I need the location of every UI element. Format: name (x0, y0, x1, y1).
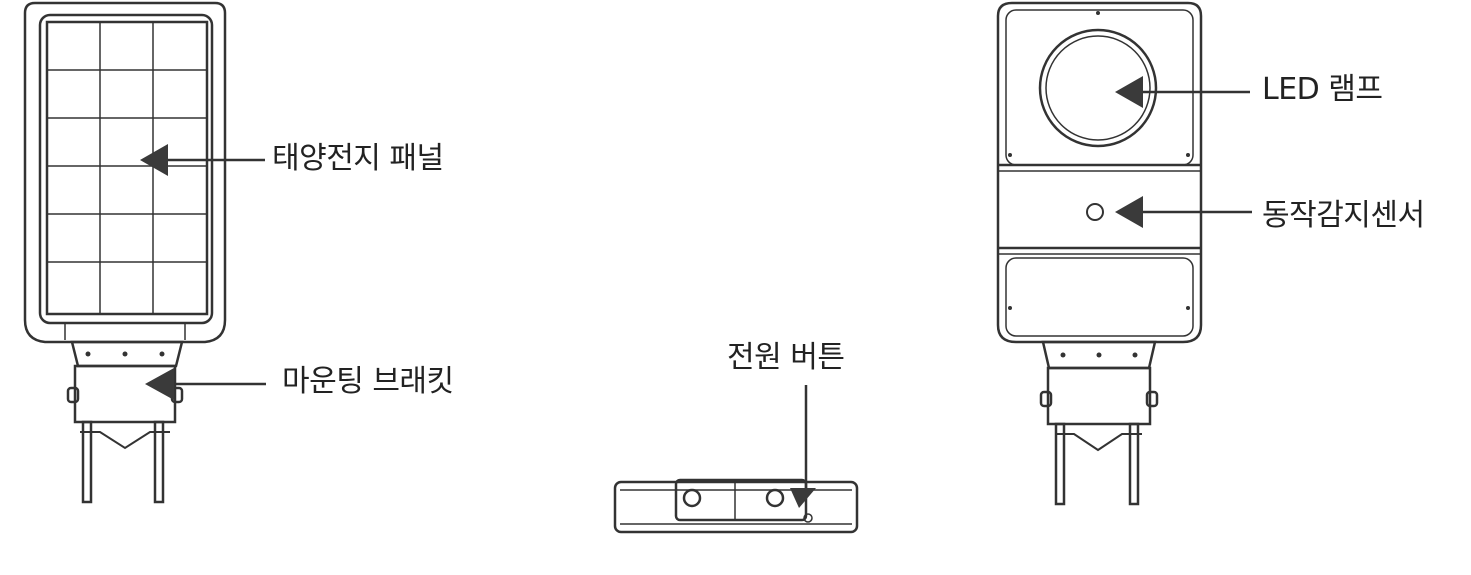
led-lamp-label: LED 램프 (1262, 72, 1383, 107)
motion-sensor-label: 동작감지센서 (1262, 198, 1425, 233)
mounting-bracket-label: 마운팅 브래킷 (282, 364, 454, 399)
solar-panel-label: 태양전지 패널 (272, 141, 444, 176)
led-lamp-arrow (1115, 76, 1250, 108)
motion-sensor-arrow (1115, 196, 1252, 228)
solar-light-back-view (996, 1, 1203, 506)
solar-light-front-view (23, 1, 227, 504)
solar-light-side-view (613, 478, 859, 534)
solar-panel-arrow (140, 144, 265, 176)
power-button-label: 전원 버튼 (727, 340, 845, 375)
mounting-bracket-arrow (145, 368, 266, 400)
power-button-arrow (790, 385, 816, 508)
